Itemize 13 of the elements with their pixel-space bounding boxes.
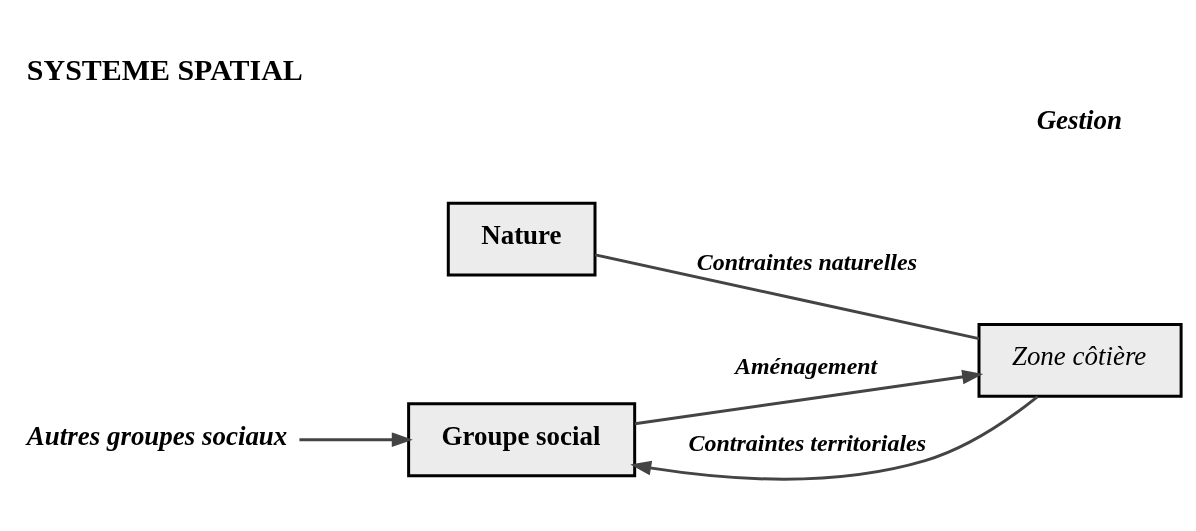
connector (594, 253, 980, 341)
node-box: Nature (446, 201, 597, 277)
diagram-title: SYSTEME SPATIAL (26, 53, 303, 87)
label: Gestion (1036, 104, 1122, 135)
edge-label: Aménagement (734, 352, 878, 379)
node-box: Groupe social (407, 402, 637, 478)
arrow (634, 369, 984, 426)
node-box: Zone côtière (977, 322, 1183, 398)
arrow (299, 432, 413, 448)
node-text: Autres groupes sociaux (26, 420, 288, 451)
edge-label: Contraintes naturelles (696, 249, 917, 276)
arrow (630, 395, 1039, 481)
edge-label: Contraintes territoriales (688, 430, 927, 457)
